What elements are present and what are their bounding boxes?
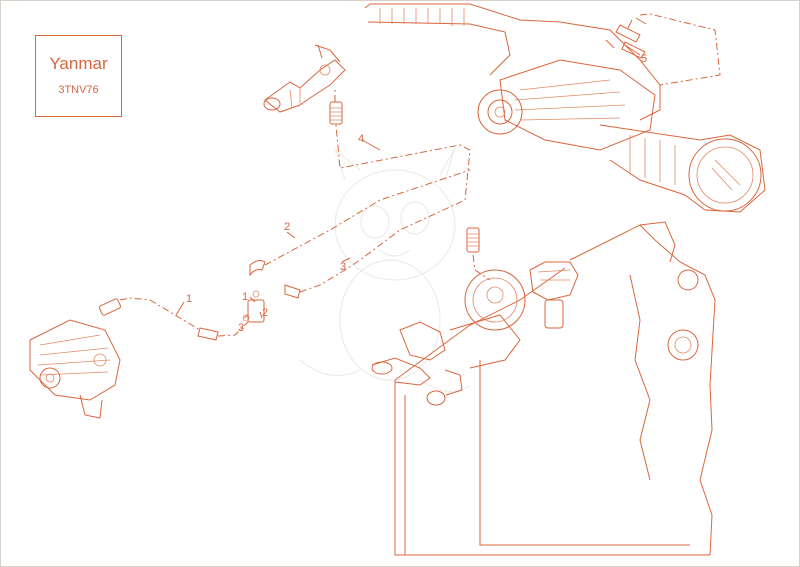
transmission-assembly [364,3,766,213]
callout-4: 4 [358,133,364,145]
engine-make: Yanmar [49,54,108,73]
hose-fittings [98,17,647,341]
callout-3: 3 [340,261,346,273]
sub-callout-2: 2 [262,307,268,319]
hydraulic-pump [29,319,121,419]
callout-1: 1 [186,293,192,305]
sub-callout-1: 1 [242,291,248,303]
callout-2: 2 [284,221,290,233]
watermark-mascot [299,147,471,392]
engine-model: 3TNV76 [58,84,99,96]
hose-line-3-4 [299,124,471,293]
hose-routes [119,13,721,337]
sub-callout-3: 3 [238,322,244,334]
hose-line-2 [264,169,471,266]
engine-block [371,221,716,556]
callout-leaders [175,44,641,319]
callout-5: 5 [641,53,647,65]
title-block: Yanmar 3TNV76 [35,35,122,117]
master-cylinder [263,44,346,113]
hose-line-1 [119,297,201,331]
